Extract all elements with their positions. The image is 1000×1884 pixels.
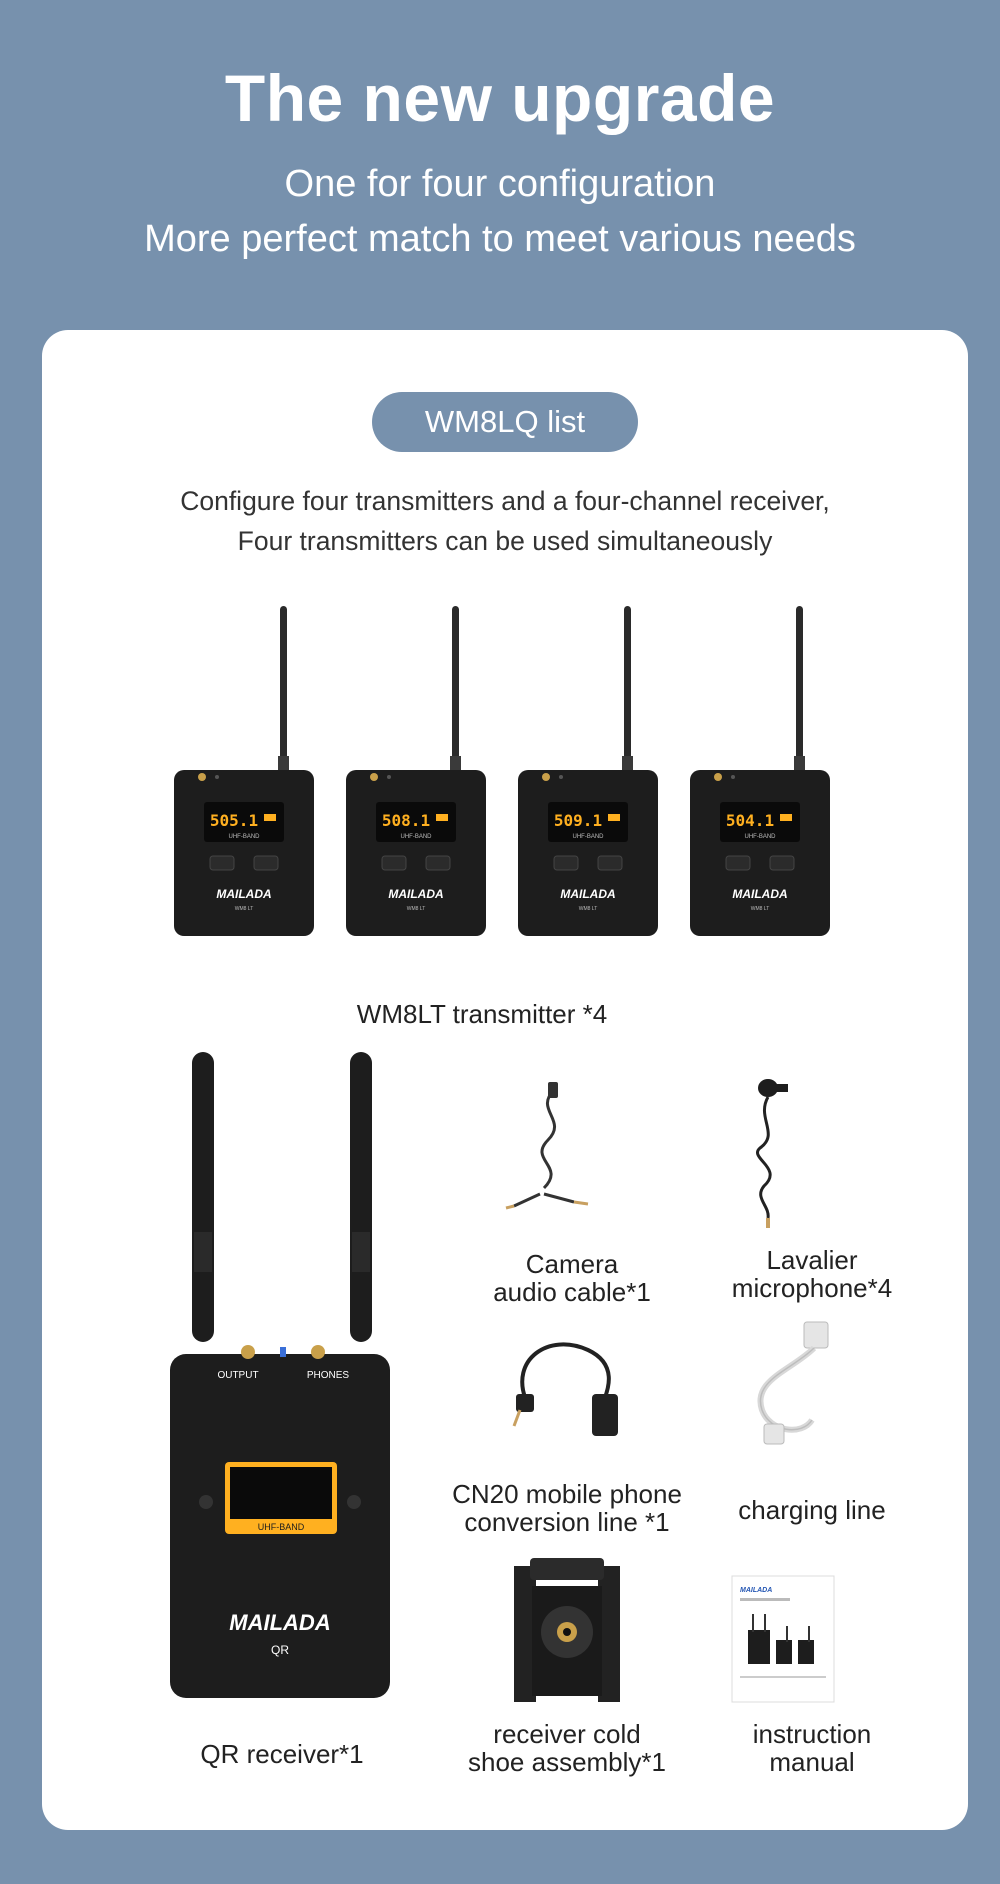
cold-shoe-image [514, 1558, 620, 1702]
charging-line-image [757, 1321, 829, 1445]
transmitter-band: UHF-BAND [573, 834, 605, 840]
cn20-line-label: CN20 mobile phone conversion line *1 [452, 1479, 682, 1537]
transmitter-band: UHF-BAND [229, 834, 261, 840]
transmitter-model: WM8 LT [235, 906, 254, 912]
transmitter-brand: MAILADA [216, 887, 271, 901]
transmitter-display: 509.1 [554, 811, 602, 830]
lavalier-label: Lavalier microphone*4 [731, 1245, 893, 1303]
cn20-line-image [512, 1342, 618, 1436]
transmitter-image-1: 505.1 UHF-BAND MAILADA WM8 LT [174, 606, 314, 936]
transmitter-image-4: 504.1 UHF-BAND MAILADA WM8 LT [690, 606, 830, 936]
hero-subtitle-line2: More perfect match to meet various needs [144, 218, 856, 260]
camera-cable-label: Camera audio cable*1 [493, 1249, 651, 1307]
intro-line2: Four transmitters can be used simultaneo… [237, 526, 773, 556]
transmitter-brand: MAILADA [388, 887, 443, 901]
transmitter-model: WM8 LT [579, 906, 598, 912]
transmitter-display: 504.1 [726, 811, 774, 830]
receiver-band: UHF-BAND [258, 1522, 305, 1532]
receiver-model: QR [271, 1643, 289, 1657]
instruction-manual-image: MAILADA [731, 1575, 835, 1703]
transmitter-label: WM8LT transmitter *4 [356, 999, 608, 1029]
receiver-image: OUTPUT PHONES UHF-BAND MAILADA QR [170, 1052, 390, 1698]
transmitter-image-2: 508.1 UHF-BAND MAILADA WM8 LT [346, 606, 486, 936]
camera-cable-image [505, 1082, 589, 1210]
transmitter-brand: MAILADA [732, 887, 787, 901]
list-title-pill: WM8LQ list [372, 392, 638, 452]
transmitter-model: WM8 LT [751, 906, 770, 912]
cold-shoe-label: receiver cold shoe assembly*1 [468, 1719, 666, 1777]
receiver-label: QR receiver*1 [200, 1739, 364, 1769]
transmitter-display: 508.1 [382, 811, 430, 830]
charging-line-label: charging line [738, 1495, 886, 1525]
instruction-manual-label: instruction manual [752, 1719, 872, 1777]
receiver-output-label: OUTPUT [217, 1370, 258, 1381]
transmitter-band: UHF-BAND [745, 834, 777, 840]
manual-cover-brand: MAILADA [740, 1587, 772, 1594]
transmitter-brand: MAILADA [560, 887, 615, 901]
transmitter-display: 505.1 [210, 811, 258, 830]
product-list-card: WM8LQ list Configure four transmitters a… [42, 330, 968, 1830]
intro-line1: Configure four transmitters and a four-c… [180, 486, 830, 516]
lavalier-image [756, 1079, 788, 1228]
transmitter-image-3: 509.1 UHF-BAND MAILADA WM8 LT [518, 606, 658, 936]
transmitter-model: WM8 LT [407, 906, 426, 912]
transmitter-row: 505.1 UHF-BAND MAILADA WM8 LT 508.1 UHF-… [172, 606, 872, 936]
hero-subtitle-line1: One for four configuration [284, 163, 716, 205]
receiver-phones-label: PHONES [307, 1370, 350, 1381]
transmitter-band: UHF-BAND [401, 834, 433, 840]
hero-title: The new upgrade [224, 61, 776, 135]
receiver-brand: MAILADA [229, 1610, 330, 1635]
